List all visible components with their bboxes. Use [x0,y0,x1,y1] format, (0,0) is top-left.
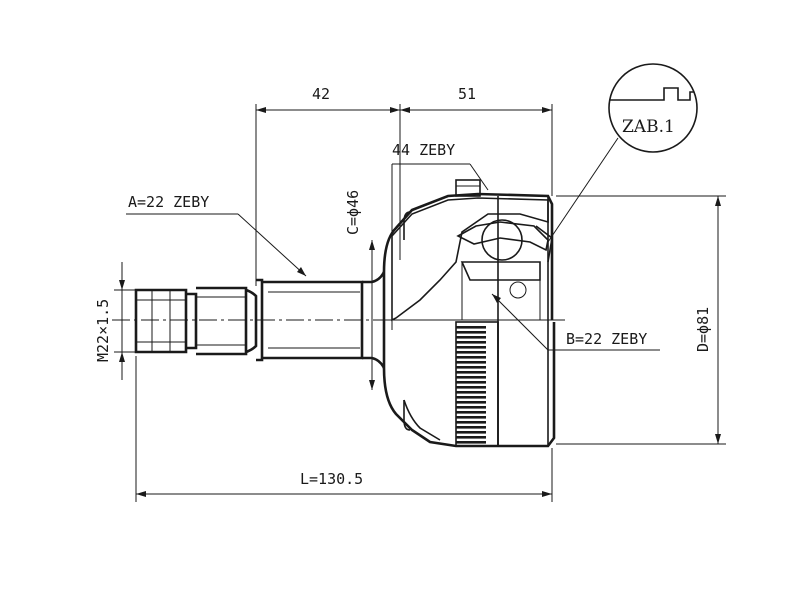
dim-housing-length: 51 [458,85,476,103]
label-thread: M22×1.5 [94,299,112,362]
abs-ring-teeth [456,326,486,444]
housing [382,179,556,448]
top-dimensions: 42 51 [255,85,553,286]
shaft-splines-callout: A=22 ZEBY [126,193,307,277]
thread-dimension: M22×1.5 [94,262,140,380]
total-length-dimension: L=130.5 [135,356,553,502]
outer-diameter-dimension: D=ϕ81 [556,195,726,445]
label-inner-splines: B=22 ZEBY [566,330,647,348]
label-outer-diameter: D=ϕ81 [694,307,712,352]
label-total-length: L=130.5 [300,470,363,488]
label-seat-diameter: C=ϕ46 [344,190,362,235]
dim-shaft-length: 42 [312,85,330,103]
detail-zab1: ZAB.1 [547,63,698,243]
seat-diameter-dimension: C=ϕ46 [344,190,375,390]
label-outer-splines: 44 ZEBY [392,141,455,159]
label-shaft-splines: A=22 ZEBY [128,193,209,211]
label-detail-callout: ZAB.1 [622,117,675,137]
inner-splines-callout: B=22 ZEBY [491,293,660,351]
outer-splines-callout: 44 ZEBY [391,141,489,330]
